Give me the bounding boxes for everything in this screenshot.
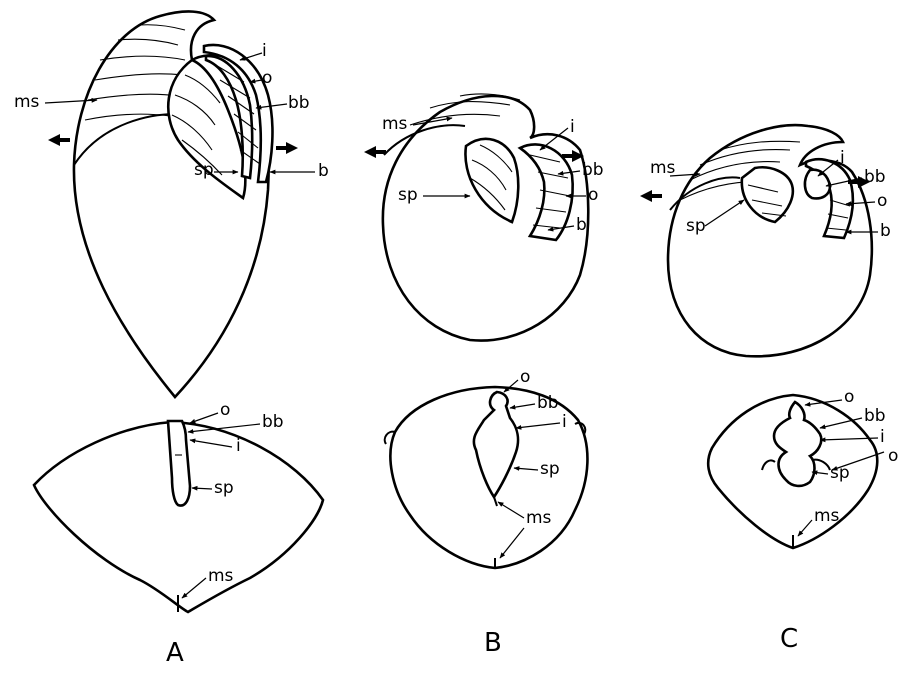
shell-c-cross [708, 395, 884, 548]
label-c-o: o [877, 193, 887, 210]
label-b-bb: bb [582, 162, 604, 179]
label-a-ms: ms [14, 94, 39, 111]
label-b-cross-sp: sp [540, 461, 560, 478]
label-a-i: i [262, 43, 267, 60]
shell-a-cross [34, 413, 323, 612]
label-a-cross-sp: sp [214, 480, 234, 497]
label-c-cross-o2: o [888, 448, 898, 465]
label-c-cross-o: o [844, 389, 854, 406]
label-c-cross-sp: sp [830, 465, 850, 482]
label-b-i: i [570, 119, 575, 136]
label-c-ms: ms [650, 160, 675, 177]
panel-letter-c: C [780, 626, 798, 652]
panel-letter-a: A [166, 640, 184, 666]
panel-letter-b: B [484, 630, 502, 656]
label-a-b: b [318, 163, 329, 180]
label-b-cross-ms: ms [526, 510, 551, 527]
shell-a-side [45, 11, 315, 397]
label-b-b: b [576, 217, 587, 234]
label-a-cross-ms: ms [208, 568, 233, 585]
label-b-cross-bb: bb [537, 395, 559, 412]
label-a-o: o [262, 70, 272, 87]
label-a-cross-o: o [220, 402, 230, 419]
label-c-sp: sp [686, 218, 706, 235]
label-b-cross-o: o [520, 369, 530, 386]
label-c-bb: bb [864, 169, 886, 186]
label-a-cross-bb: bb [262, 414, 284, 431]
label-a-cross-i: i [236, 438, 241, 455]
label-b-cross-i: i [562, 414, 567, 431]
label-c-cross-bb: bb [864, 408, 886, 425]
label-b-o: o [588, 187, 598, 204]
label-b-sp: sp [398, 187, 418, 204]
label-a-sp: sp [194, 162, 214, 179]
label-c-cross-ms: ms [814, 508, 839, 525]
label-b-ms: ms [382, 116, 407, 133]
label-c-b: b [880, 223, 891, 240]
label-c-i: i [840, 150, 845, 167]
label-c-cross-i: i [880, 429, 885, 446]
label-a-bb: bb [288, 95, 310, 112]
